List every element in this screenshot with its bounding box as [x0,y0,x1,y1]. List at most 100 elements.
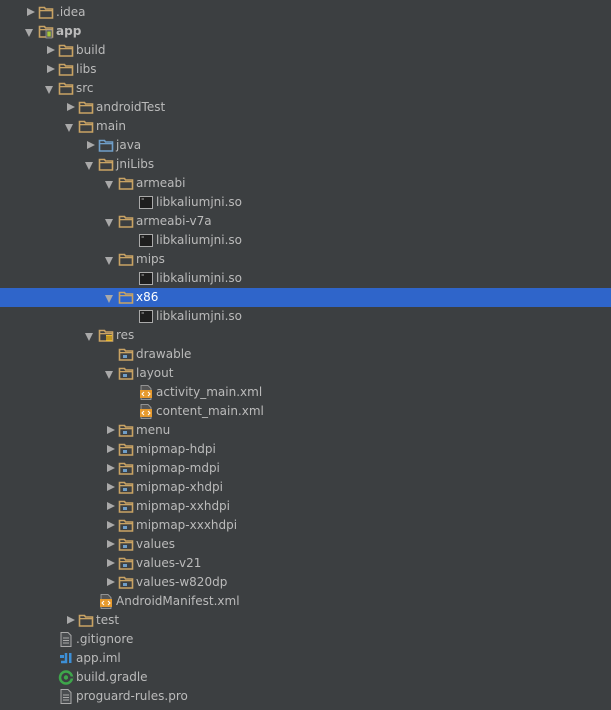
chevron-down-icon[interactable] [105,174,115,193]
gradle-file-icon [58,670,74,685]
module-folder-icon [38,24,54,39]
tree-item-androidtest[interactable]: androidTest [0,98,611,117]
tree-item-build[interactable]: build [0,41,611,60]
text-file-icon [58,632,74,647]
tree-item-libs[interactable]: libs [0,60,611,79]
tree-item-label: app.iml [76,651,121,665]
tree-item-label: .gitignore [76,632,134,646]
chevron-right-icon[interactable] [45,60,55,79]
chevron-right-icon[interactable] [105,421,115,440]
tree-item-label: content_main.xml [156,404,264,418]
xml-file-icon [98,594,114,609]
tree-item-x86[interactable]: x86 [0,288,611,307]
chevron-right-icon[interactable] [105,535,115,554]
tree-item-activity-main-xml[interactable]: activity_main.xml [0,383,611,402]
tree-item-main[interactable]: main [0,117,611,136]
tree-item-app[interactable]: app [0,22,611,41]
tree-item-menu[interactable]: menu [0,421,611,440]
tree-item-libkaliumjni-so[interactable]: libkaliumjni.so [0,269,611,288]
tree-item-armeabi-v7a[interactable]: armeabi-v7a [0,212,611,231]
tree-item-test[interactable]: test [0,611,611,630]
tree-item-content-main-xml[interactable]: content_main.xml [0,402,611,421]
tree-item-label: drawable [136,347,192,361]
folder-icon [118,214,134,229]
chevron-right-icon[interactable] [105,497,115,516]
tree-item-mips[interactable]: mips [0,250,611,269]
tree-item-label: .idea [56,5,86,19]
tree-item-build-gradle[interactable]: build.gradle [0,668,611,687]
chevron-right-icon[interactable] [105,440,115,459]
folder-icon [78,613,94,628]
tree-item-label: libs [76,62,97,76]
chevron-down-icon[interactable] [105,212,115,231]
tree-item-label: mipmap-xxxhdpi [136,518,238,532]
tree-item-label: jniLibs [116,157,155,171]
tree-item-label: libkaliumjni.so [156,195,243,209]
chevron-right-icon[interactable] [85,136,95,155]
chevron-right-icon[interactable] [105,459,115,478]
tree-item-libkaliumjni-so[interactable]: libkaliumjni.so [0,193,611,212]
tree-item-mipmap-hdpi[interactable]: mipmap-hdpi [0,440,611,459]
folder-icon [78,119,94,134]
binary-file-icon [138,309,154,324]
chevron-down-icon[interactable] [105,250,115,269]
tree-item-libkaliumjni-so[interactable]: libkaliumjni.so [0,307,611,326]
resource-folder-icon [118,537,134,552]
tree-item-res[interactable]: res [0,326,611,345]
tree-item-jnilibs[interactable]: jniLibs [0,155,611,174]
chevron-down-icon[interactable] [85,326,95,345]
chevron-down-icon[interactable] [65,117,75,136]
chevron-right-icon[interactable] [105,573,115,592]
tree-item-src[interactable]: src [0,79,611,98]
tree-item-proguard-rules-pro[interactable]: proguard-rules.pro [0,687,611,706]
tree-item-gitignore[interactable]: .gitignore [0,630,611,649]
tree-item-mipmap-xhdpi[interactable]: mipmap-xhdpi [0,478,611,497]
chevron-right-icon[interactable] [105,516,115,535]
tree-item-label: values-w820dp [136,575,228,589]
tree-item-app-iml[interactable]: app.iml [0,649,611,668]
binary-file-icon [138,271,154,286]
chevron-right-icon[interactable] [45,41,55,60]
tree-item-java[interactable]: java [0,136,611,155]
chevron-right-icon[interactable] [25,3,35,22]
tree-item-label: mips [136,252,165,266]
chevron-right-icon[interactable] [65,611,75,630]
resource-folder-icon [118,556,134,571]
tree-item-label: src [76,81,94,95]
tree-item-values-w820dp[interactable]: values-w820dp [0,573,611,592]
folder-icon [78,100,94,115]
tree-item-armeabi[interactable]: armeabi [0,174,611,193]
tree-item-label: app [56,24,82,38]
resource-folder-icon [118,480,134,495]
chevron-down-icon[interactable] [105,288,115,307]
tree-item-label: libkaliumjni.so [156,309,243,323]
chevron-down-icon[interactable] [85,155,95,174]
xml-file-icon [138,404,154,419]
tree-item-label: mipmap-xxhdpi [136,499,231,513]
tree-item-mipmap-xxhdpi[interactable]: mipmap-xxhdpi [0,497,611,516]
tree-item-androidmanifest-xml[interactable]: AndroidManifest.xml [0,592,611,611]
tree-item-label: java [116,138,142,152]
tree-item-libkaliumjni-so[interactable]: libkaliumjni.so [0,231,611,250]
tree-item-mipmap-mdpi[interactable]: mipmap-mdpi [0,459,611,478]
resource-folder-icon [118,575,134,590]
folder-icon [118,290,134,305]
chevron-right-icon[interactable] [65,98,75,117]
tree-item-idea[interactable]: .idea [0,3,611,22]
chevron-down-icon[interactable] [45,79,55,98]
chevron-down-icon[interactable] [105,364,115,383]
chevron-down-icon[interactable] [25,22,35,41]
chevron-right-icon[interactable] [105,478,115,497]
tree-item-layout[interactable]: layout [0,364,611,383]
tree-item-label: armeabi [136,176,186,190]
tree-item-values[interactable]: values [0,535,611,554]
tree-item-values-v21[interactable]: values-v21 [0,554,611,573]
tree-item-label: activity_main.xml [156,385,263,399]
tree-item-label: libkaliumjni.so [156,271,243,285]
folder-icon [58,81,74,96]
resource-folder-icon [118,442,134,457]
tree-item-label: values [136,537,176,551]
chevron-right-icon[interactable] [105,554,115,573]
tree-item-drawable[interactable]: drawable [0,345,611,364]
tree-item-mipmap-xxxhdpi[interactable]: mipmap-xxxhdpi [0,516,611,535]
